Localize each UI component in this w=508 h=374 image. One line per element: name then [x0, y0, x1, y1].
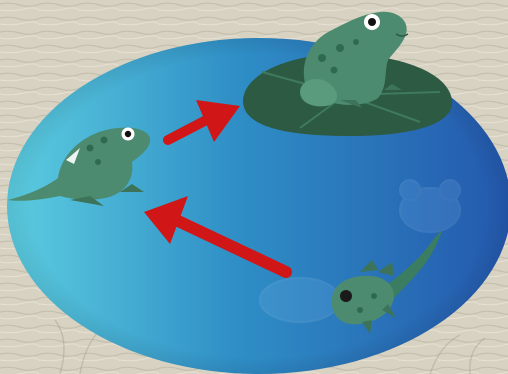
life-cycle-scene — [0, 0, 508, 374]
life-cycle-canvas — [0, 0, 508, 374]
